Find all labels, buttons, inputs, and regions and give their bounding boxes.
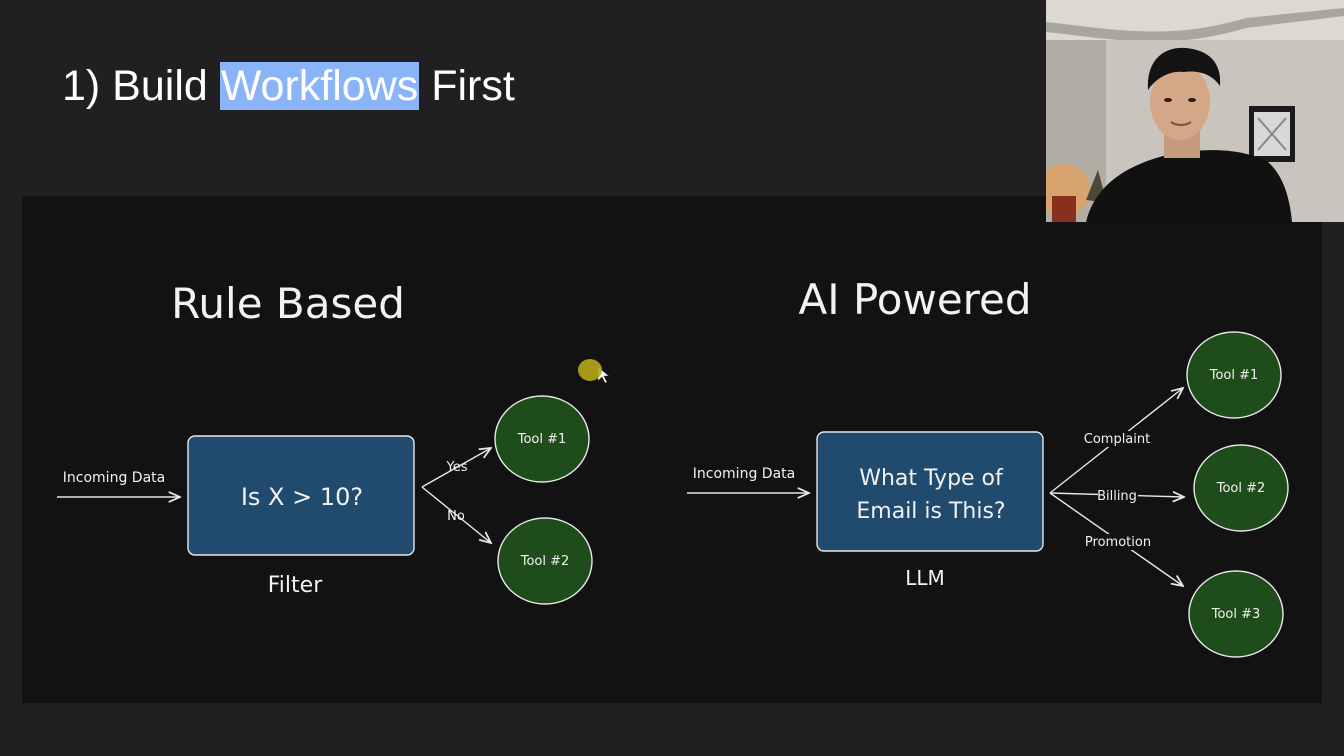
ai-tool-3-node bbox=[1188, 570, 1284, 658]
rule-tool-2-node bbox=[497, 517, 593, 605]
complaint-label-bg bbox=[1086, 431, 1148, 447]
llm-box-text-line2: Email is This? bbox=[856, 499, 1005, 524]
branch-billing-label: Billing bbox=[1097, 489, 1137, 504]
ai-tool-3-label: Tool #3 bbox=[1211, 607, 1261, 622]
rule-tool-1-node bbox=[494, 395, 590, 483]
billing-label-bg bbox=[1098, 488, 1138, 504]
ai-powered-heading: AI Powered bbox=[798, 275, 1031, 324]
branch-complaint-label: Complaint bbox=[1084, 432, 1150, 447]
presenter-video-frame bbox=[1046, 0, 1344, 222]
llm-box-text-line1: What Type of bbox=[859, 466, 1004, 491]
ai-tool-2-label: Tool #2 bbox=[1216, 481, 1266, 496]
filter-box-text: Is X > 10? bbox=[241, 483, 363, 511]
llm-box bbox=[816, 431, 1044, 552]
branch-promotion-label: Promotion bbox=[1085, 535, 1151, 550]
webcam-video bbox=[1046, 0, 1344, 222]
rule-based-heading: Rule Based bbox=[171, 279, 405, 328]
filter-box bbox=[187, 435, 415, 556]
branch-yes-label: Yes bbox=[446, 460, 468, 475]
rule-tool-2-label: Tool #2 bbox=[520, 554, 570, 569]
title-highlight[interactable]: Workflows bbox=[219, 62, 420, 110]
slide-title: 1) Build Workflows First bbox=[62, 58, 515, 114]
llm-caption: LLM bbox=[905, 566, 945, 590]
title-suffix: First bbox=[419, 62, 515, 110]
branch-no-label: No bbox=[447, 509, 465, 524]
ai-tool-1-label: Tool #1 bbox=[1209, 368, 1259, 383]
ai-tool-2-node bbox=[1193, 444, 1289, 532]
cursor-highlight bbox=[578, 359, 602, 381]
ai-input-label: Incoming Data bbox=[693, 466, 795, 482]
no-arrow bbox=[421, 486, 491, 543]
ai-tool-1-node bbox=[1186, 331, 1282, 419]
yes-arrow bbox=[421, 448, 491, 488]
rule-input-label: Incoming Data bbox=[63, 470, 165, 486]
rule-tool-1-label: Tool #1 bbox=[517, 432, 567, 447]
title-prefix: 1) Build bbox=[62, 62, 220, 110]
filter-caption: Filter bbox=[268, 573, 323, 598]
promotion-label-bg bbox=[1082, 534, 1154, 550]
